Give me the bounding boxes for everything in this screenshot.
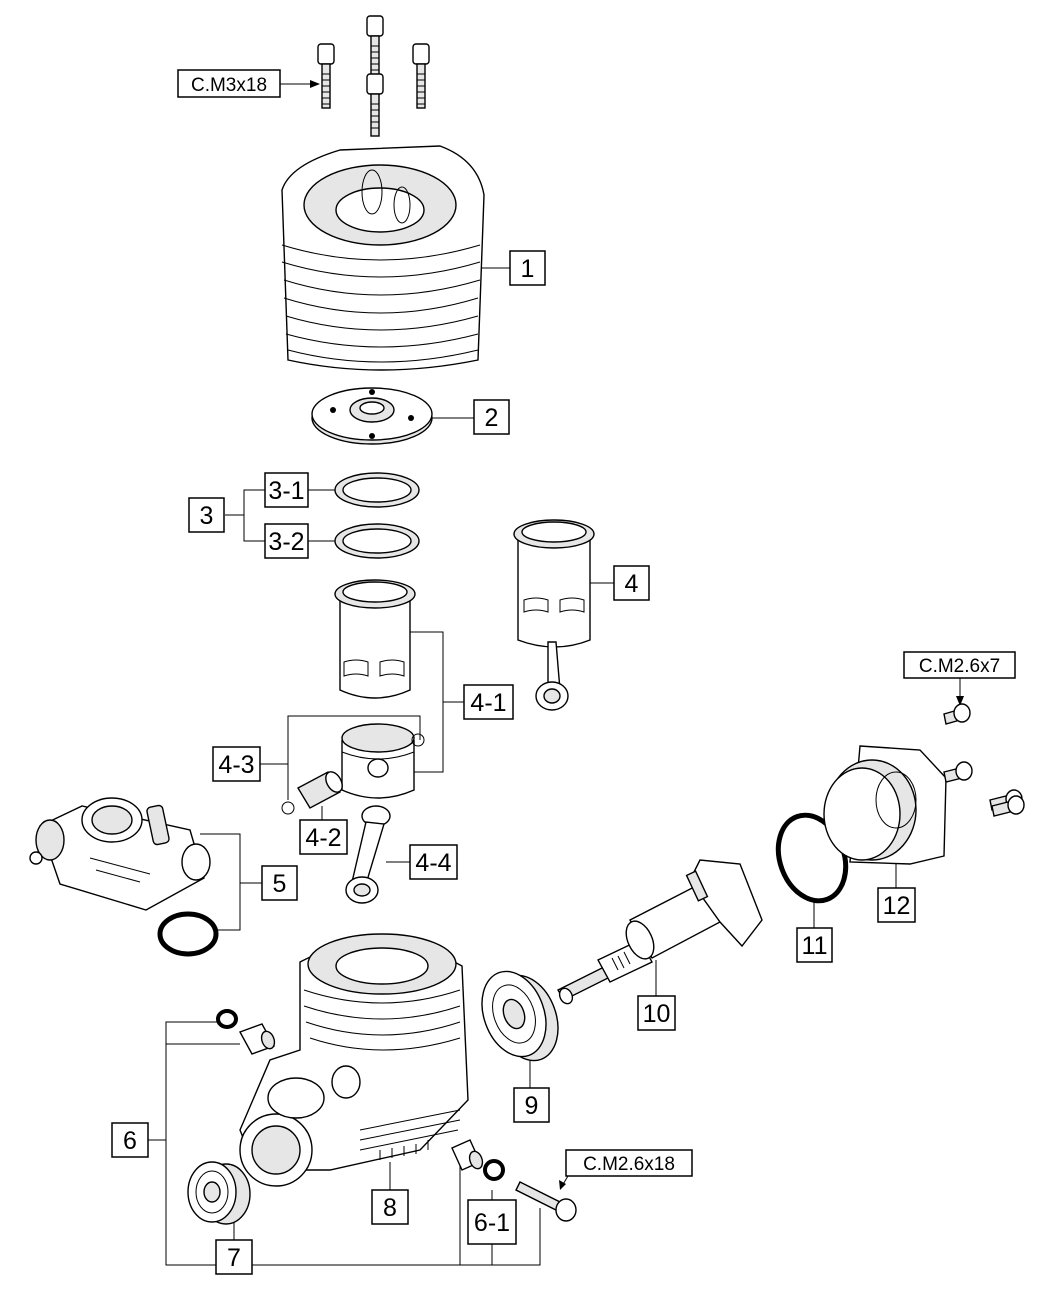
label-part-1: 1 (521, 255, 535, 283)
callout-5: 5 (261, 865, 298, 901)
shim-ring-icon (334, 523, 420, 559)
callout-3-2: 3-2 (264, 523, 309, 559)
callout-1: 1 (509, 250, 546, 286)
label-part-12: 12 (883, 892, 911, 920)
callout-11: 11 (796, 927, 833, 963)
o-ring-icon (216, 1009, 238, 1029)
callout-4-1: 4-1 (463, 684, 514, 720)
label-part-4-4: 4-4 (415, 849, 451, 877)
callout-3-1: 3-1 (264, 472, 309, 508)
label-part-4: 4 (625, 570, 639, 598)
callout-10: 10 (637, 995, 676, 1031)
label-screw-c-m3x18: C.M3x18 (191, 75, 267, 96)
cap-screw-icon (366, 73, 384, 137)
cap-screw-icon (943, 703, 971, 725)
circlip-icon (411, 733, 425, 747)
label-part-10: 10 (643, 1000, 671, 1028)
callout-screw-head: C.M3x18 (177, 69, 281, 98)
callout-7: 7 (215, 1239, 253, 1275)
cover-screws (943, 703, 1025, 817)
connecting-rod-icon (345, 805, 391, 904)
label-part-3: 3 (200, 502, 214, 530)
callout-6-1: 6-1 (467, 1199, 517, 1245)
o-ring-icon (483, 1159, 505, 1181)
label-part-3-1: 3-1 (268, 477, 304, 505)
head-screws (317, 15, 430, 137)
callout-8: 8 (371, 1189, 409, 1225)
callout-9: 9 (513, 1087, 550, 1123)
o-ring-icon (157, 911, 219, 957)
callout-6: 6 (111, 1122, 149, 1158)
ball-bearing-icon (481, 970, 559, 1062)
label-screw-c-m2-6x18: C.M2.6x18 (583, 1154, 675, 1175)
cooling-head-icon (281, 145, 485, 371)
nipple-fitting-icon (451, 1139, 484, 1171)
crankshaft-icon (557, 859, 763, 1005)
leader-lines (148, 80, 964, 1266)
callout-4-4: 4-4 (409, 844, 458, 880)
cap-screw-icon (366, 15, 384, 95)
piston-icon (341, 723, 415, 799)
label-part-8: 8 (383, 1194, 397, 1222)
cap-screw-icon (943, 761, 973, 783)
cylinder-sleeve-icon (513, 519, 595, 648)
ball-bearing-icon (187, 1161, 251, 1225)
label-part-5: 5 (273, 870, 287, 898)
carburetor-icon (29, 797, 211, 911)
callout-12: 12 (877, 887, 916, 923)
circlip-icon (281, 801, 295, 815)
callout-4-3: 4-3 (212, 746, 261, 782)
nipple-fitting-icon (238, 1023, 276, 1055)
label-part-3-2: 3-2 (268, 528, 304, 556)
wrist-pin-icon (297, 771, 343, 809)
label-part-4-3: 4-3 (218, 751, 254, 779)
cylinder-sleeve-icon (334, 579, 416, 699)
label-part-6: 6 (123, 1127, 137, 1155)
cap-screw-icon (317, 43, 335, 109)
head-button-icon (311, 387, 433, 445)
cap-screw-icon (412, 43, 430, 109)
crankcase-icon (239, 933, 469, 1187)
callout-screw-cover: C.M2.6x7 (903, 651, 1016, 679)
label-part-9: 9 (525, 1092, 539, 1120)
label-part-11: 11 (802, 932, 828, 960)
callout-4-2: 4-2 (299, 819, 348, 855)
label-part-4-2: 4-2 (305, 824, 341, 852)
callout-3: 3 (188, 497, 225, 533)
callout-2: 2 (473, 399, 510, 435)
connecting-rod-icon (535, 641, 569, 711)
callout-screw-carb: C.M2.6x18 (565, 1149, 693, 1177)
label-screw-c-m2-6x7: C.M2.6x7 (919, 656, 1000, 677)
label-part-7: 7 (227, 1244, 241, 1272)
label-part-4-1: 4-1 (470, 689, 506, 717)
shim-ring-icon (334, 472, 420, 508)
back-cover-icon (823, 745, 947, 865)
cap-screw-icon (515, 1181, 577, 1222)
cap-screw-icon (991, 795, 1025, 817)
label-part-2: 2 (485, 404, 499, 432)
callout-4: 4 (613, 565, 650, 601)
label-part-6-1: 6-1 (474, 1209, 510, 1237)
